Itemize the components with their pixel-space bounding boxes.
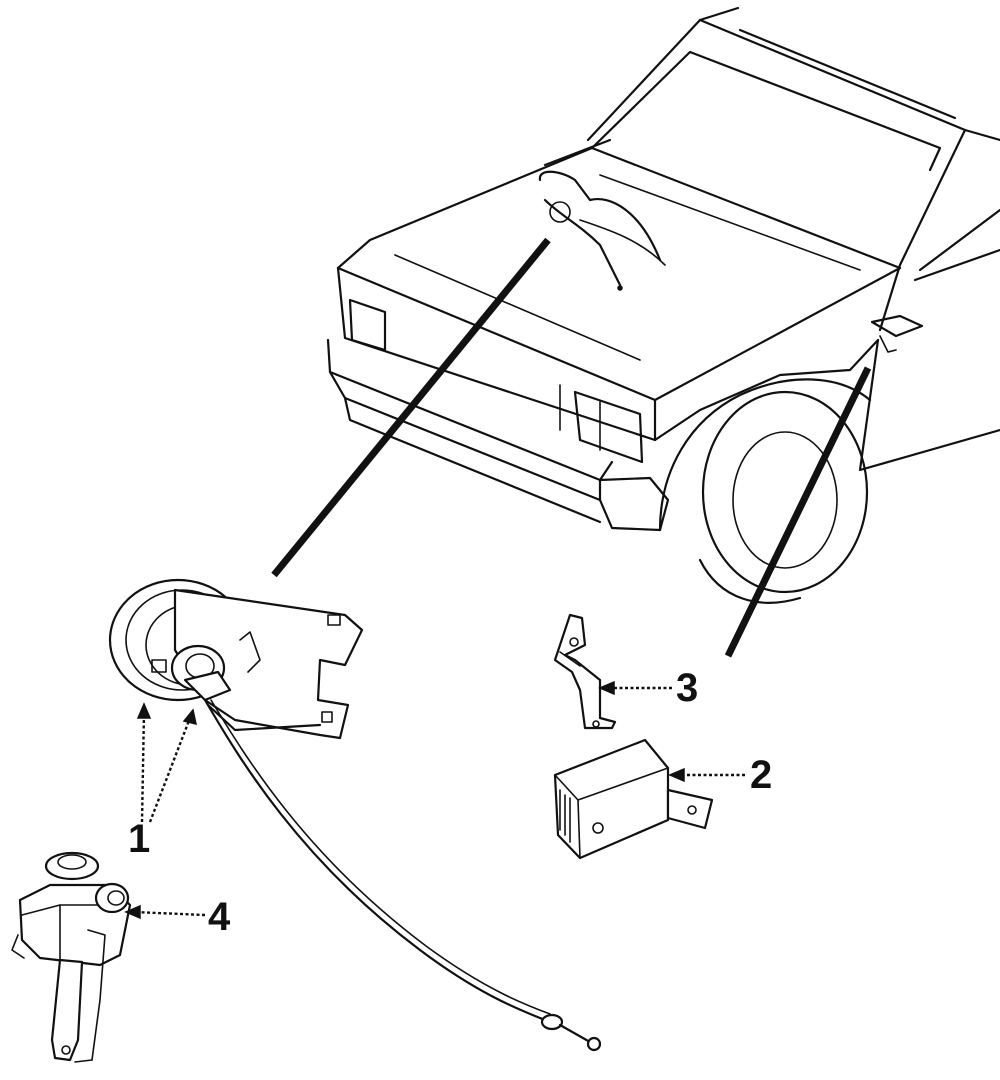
control-module — [553, 738, 714, 860]
callout-label-3: 3 — [676, 666, 698, 710]
callout-2: 2 — [668, 753, 772, 797]
callout-4: 4 — [124, 895, 231, 939]
callout-label-1: 1 — [128, 817, 150, 861]
horn-cable — [203, 698, 602, 1052]
truck-front-illustration — [326, 6, 1000, 604]
mounting-bracket — [553, 613, 617, 730]
leader-lines — [271, 237, 872, 658]
horn-assembly — [108, 578, 364, 740]
callout-1: 1 — [128, 702, 197, 861]
callout-label-2: 2 — [750, 753, 772, 797]
horn-actuator — [11, 851, 132, 1063]
callout-3: 3 — [598, 666, 698, 710]
callout-label-4: 4 — [208, 895, 231, 939]
